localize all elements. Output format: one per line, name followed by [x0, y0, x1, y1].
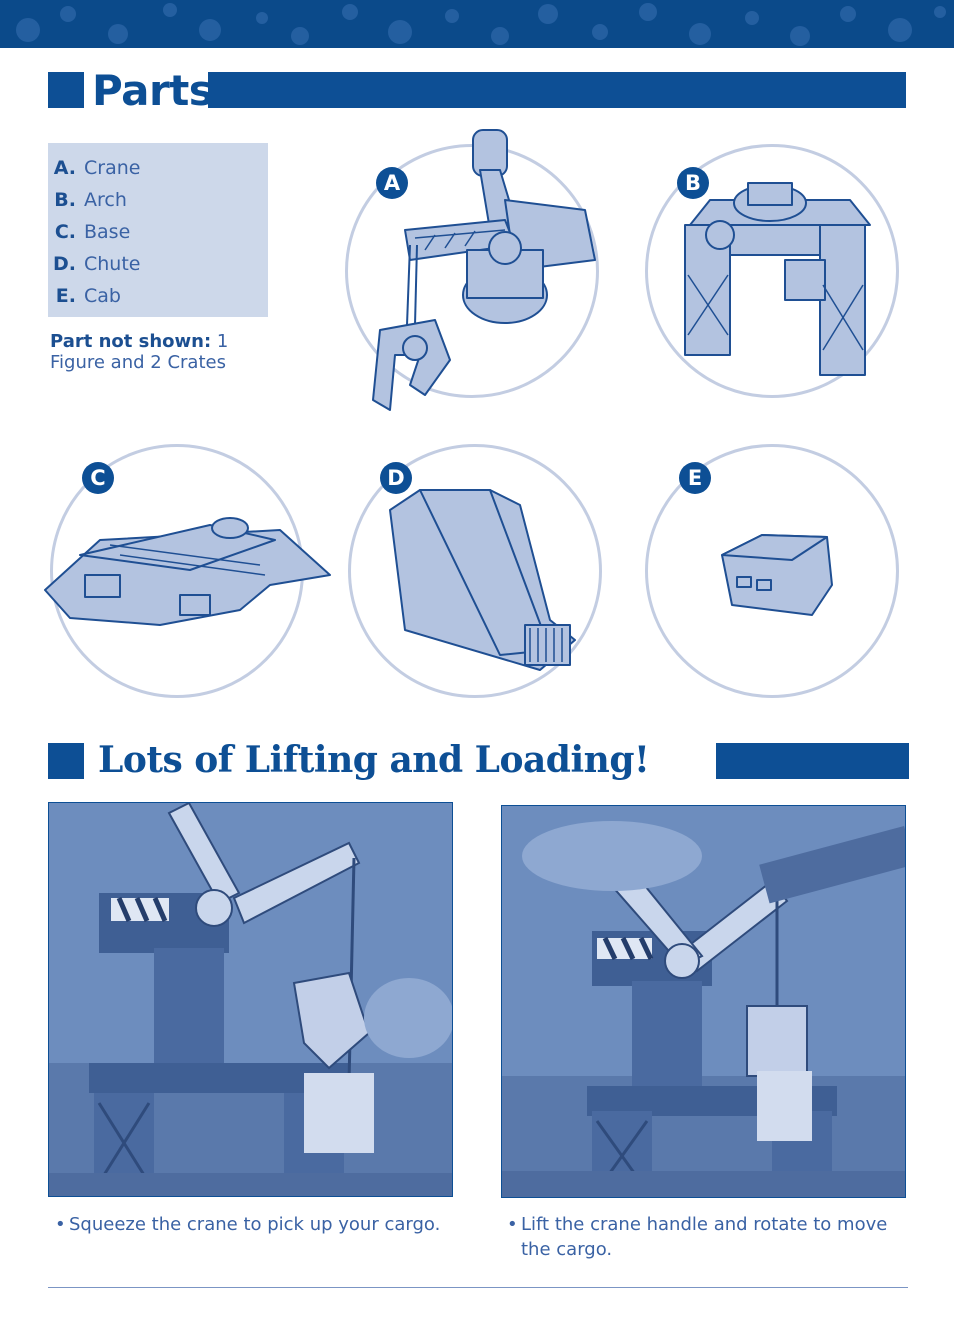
part-letter: E.: [55, 285, 76, 307]
photo-rotate-crane: [501, 805, 906, 1198]
base-illustration: [44, 517, 331, 626]
badge-e: E: [679, 462, 711, 494]
badge-d: D: [380, 462, 412, 494]
footer-divider: [48, 1287, 908, 1288]
part-name: Arch: [84, 189, 127, 211]
parts-title: Parts: [92, 66, 214, 115]
list-item: D. Chute: [48, 253, 268, 285]
caption-text: Squeeze the crane to pick up your cargo.: [69, 1214, 441, 1235]
chute-illustration: [389, 489, 576, 671]
photo-illustration: [502, 806, 905, 1197]
part-name: Base: [84, 221, 131, 243]
heading-square-marker: [48, 743, 84, 779]
lifting-heading: Lots of Lifting and Loading!: [48, 739, 909, 781]
cab-illustration: [721, 534, 833, 616]
badge-a: A: [376, 167, 408, 199]
caption-rotate: • Lift the crane handle and rotate to mo…: [507, 1212, 902, 1264]
photo-squeeze-crane: [48, 802, 453, 1197]
top-decorative-band: [0, 0, 954, 48]
list-item: A. Crane: [48, 157, 268, 189]
part-letter: B.: [54, 189, 76, 211]
badge-c: C: [82, 462, 114, 494]
note-label: Part not shown:: [50, 331, 212, 352]
part-name: Crane: [84, 157, 141, 179]
parts-list: A. Crane B. Arch C. Base D. Chute E. Cab: [48, 143, 268, 317]
parts-heading: Parts: [48, 66, 906, 115]
caption-text: Lift the crane handle and rotate to move…: [521, 1214, 888, 1260]
photo-illustration: [49, 803, 452, 1196]
heading-bar: [716, 743, 909, 779]
part-letter: C.: [54, 221, 76, 243]
part-letter: D.: [53, 253, 76, 275]
lifting-title: Lots of Lifting and Loading!: [98, 739, 650, 781]
part-name: Cab: [84, 285, 121, 307]
band-dots-pattern: [16, 3, 946, 46]
arch-illustration: [684, 182, 871, 376]
list-item: E. Cab: [48, 285, 268, 317]
note-text: 1 Figure and 2 Crates: [50, 331, 229, 373]
part-letter: A.: [53, 157, 76, 179]
caption-squeeze: • Squeeze the crane to pick up your carg…: [55, 1212, 450, 1238]
parts-not-shown-note: Part not shown: 1 Figure and 2 Crates: [50, 331, 280, 373]
part-name: Chute: [84, 253, 141, 275]
crane-illustration: [372, 129, 596, 411]
list-item: B. Arch: [48, 189, 268, 221]
bullet: •: [507, 1214, 518, 1235]
heading-square-marker: [48, 72, 84, 108]
bullet: •: [55, 1214, 66, 1235]
badge-b: B: [677, 167, 709, 199]
list-item: C. Base: [48, 221, 268, 253]
heading-bar: [208, 72, 906, 108]
